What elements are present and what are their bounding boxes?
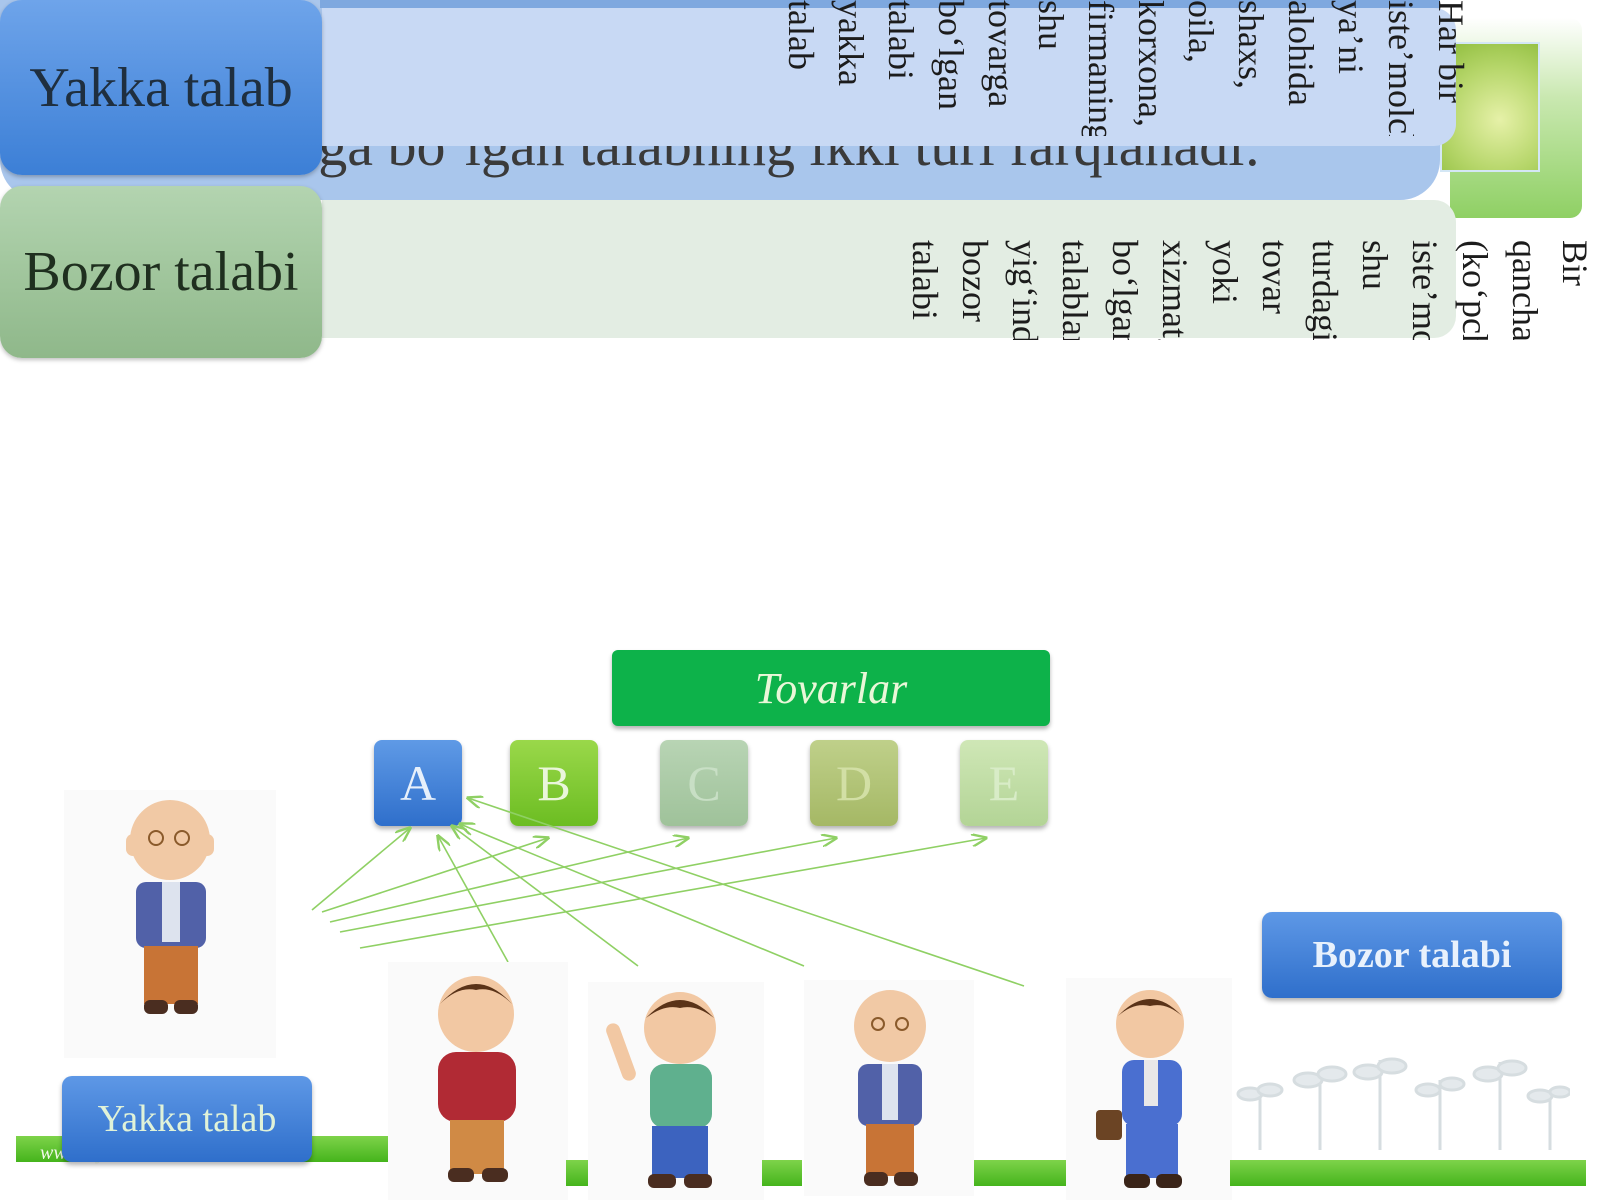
arrow-line [452,826,639,967]
arrow-line [321,838,548,913]
top-decor-line [320,0,1440,8]
bottom-band-segment [762,1160,802,1186]
person-figure-3 [804,980,974,1196]
leaf-image [1440,42,1540,172]
arrow-line [359,838,986,949]
good-box-d: D [810,740,898,826]
arrow-line [468,798,1025,987]
person-figure-yakka [64,790,276,1058]
person-figure-4 [1066,978,1232,1200]
bottom-band-segment [566,1160,588,1186]
yakka-definition-text: Har bir iste’molchining, ya’ni alohida s… [781,0,1471,136]
good-box-a: A [374,740,462,826]
arrow-line [460,824,805,967]
tovarlar-header: Tovarlar [612,650,1050,726]
good-box-c: C [660,740,748,826]
yakka-text-strip [322,8,1456,146]
yakka-talab-button: Yakka talab [62,1076,312,1162]
bozor-talabi-button: Bozor talabi [1262,912,1562,998]
bozor-definition-text: Bir qancha (ko‘pchilik) iste’molchilarni… [905,240,1595,340]
arrow-line [438,836,509,963]
arrow-line [311,828,410,911]
person-figure-2 [588,982,764,1200]
bozor-talabi-label: Bozor talabi [0,186,322,358]
arrow-line [339,838,836,933]
good-box-b: B [510,740,598,826]
bottom-band-segment [1230,1160,1586,1186]
person-figure-1 [388,962,568,1200]
bottom-band-segment [974,1160,1066,1186]
good-box-e: E [960,740,1048,826]
bozor-text-strip [322,200,1456,338]
sprouts-decor [1236,1057,1570,1150]
yakka-talab-label: Yakka talab [0,0,322,175]
